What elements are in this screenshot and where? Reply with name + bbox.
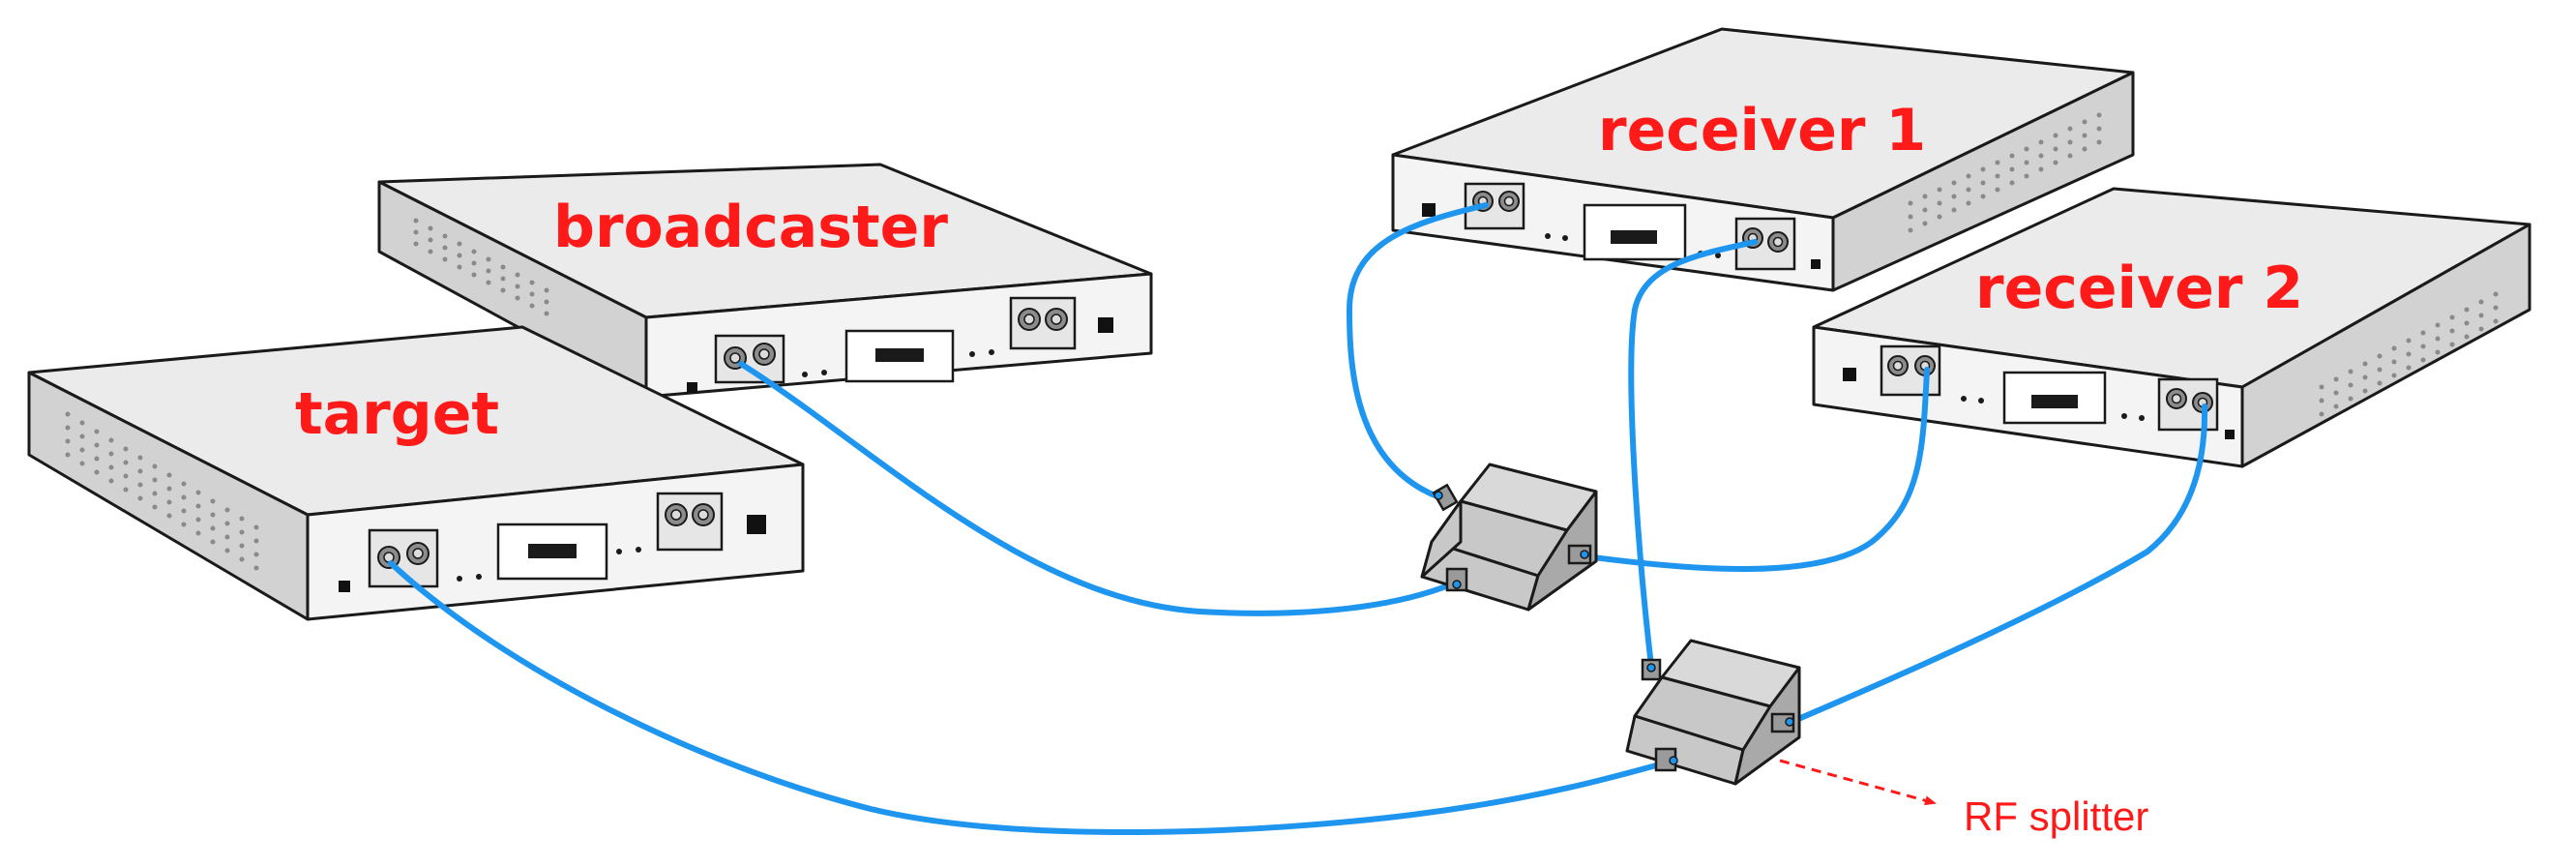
cable-splitter-2-to-receiver-2 xyxy=(1789,404,2208,725)
vent-grille-dots xyxy=(413,218,549,316)
cable-target-to-splitter-2 xyxy=(388,560,1676,835)
target-device xyxy=(27,325,805,621)
splitter-connector xyxy=(1445,567,1468,592)
rf-splitter-label: RF splitter xyxy=(1964,793,2148,839)
rf-splitter-1 xyxy=(1420,463,1598,612)
broadcaster-device xyxy=(377,163,1153,399)
coax-cables xyxy=(388,202,2208,835)
splitter-connector xyxy=(1567,544,1592,565)
cable-splitter-1-to-receiver-1 xyxy=(1346,202,1489,500)
receiver-1-label: receiver 1 xyxy=(1598,97,1926,164)
vent-grille-dots xyxy=(65,411,259,571)
broadcaster-label: broadcaster xyxy=(553,194,948,261)
rf-splitter-2 xyxy=(1625,639,1801,786)
cable-receiver-1-to-splitter-2 xyxy=(1628,239,1758,669)
receiver-1-device xyxy=(1391,27,2135,292)
receiver-2-label: receiver 2 xyxy=(1975,254,2303,322)
splitter-connector xyxy=(1641,658,1662,681)
receiver-2-device xyxy=(1812,187,2532,468)
splitter-connector xyxy=(1432,483,1459,512)
target-label: target xyxy=(295,380,499,448)
vent-grille-dots xyxy=(2319,291,2499,417)
splitter-connector xyxy=(1654,747,1678,772)
cable-broadcaster-to-splitter-1 xyxy=(738,361,1454,616)
cable-splitter-1-to-receiver-2 xyxy=(1576,367,1930,572)
splitter-connector xyxy=(1770,712,1795,733)
vent-grille-dots xyxy=(1908,112,2102,233)
splitter-pointer-arrow xyxy=(1779,759,1937,806)
